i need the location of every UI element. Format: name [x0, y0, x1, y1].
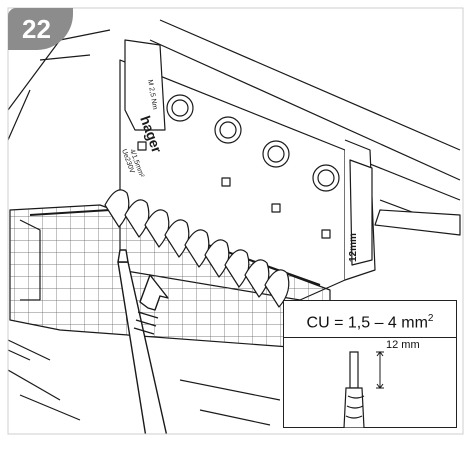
- cross-section-exponent: 2: [427, 313, 434, 324]
- push-arrow-icon: [133, 274, 169, 335]
- strip-length-label: 12 mm: [386, 339, 420, 351]
- enclosure-outline: [8, 19, 461, 426]
- cross-section-text: CU = 1,5 – 4 mm: [306, 314, 428, 332]
- screwdriver-icon: [117, 249, 168, 434]
- screw-row: [166, 94, 340, 192]
- cross-section-label: CU = 1,5 – 4 mm2: [284, 301, 456, 338]
- stripped-wire-icon: [343, 351, 384, 428]
- step-number-badge: 22: [8, 8, 73, 50]
- wire-spec-panel: CU = 1,5 – 4 mm2 12 mm: [283, 300, 457, 428]
- spring-clamp-row: [104, 189, 290, 308]
- strip-gauge-label: 12mm: [348, 233, 359, 262]
